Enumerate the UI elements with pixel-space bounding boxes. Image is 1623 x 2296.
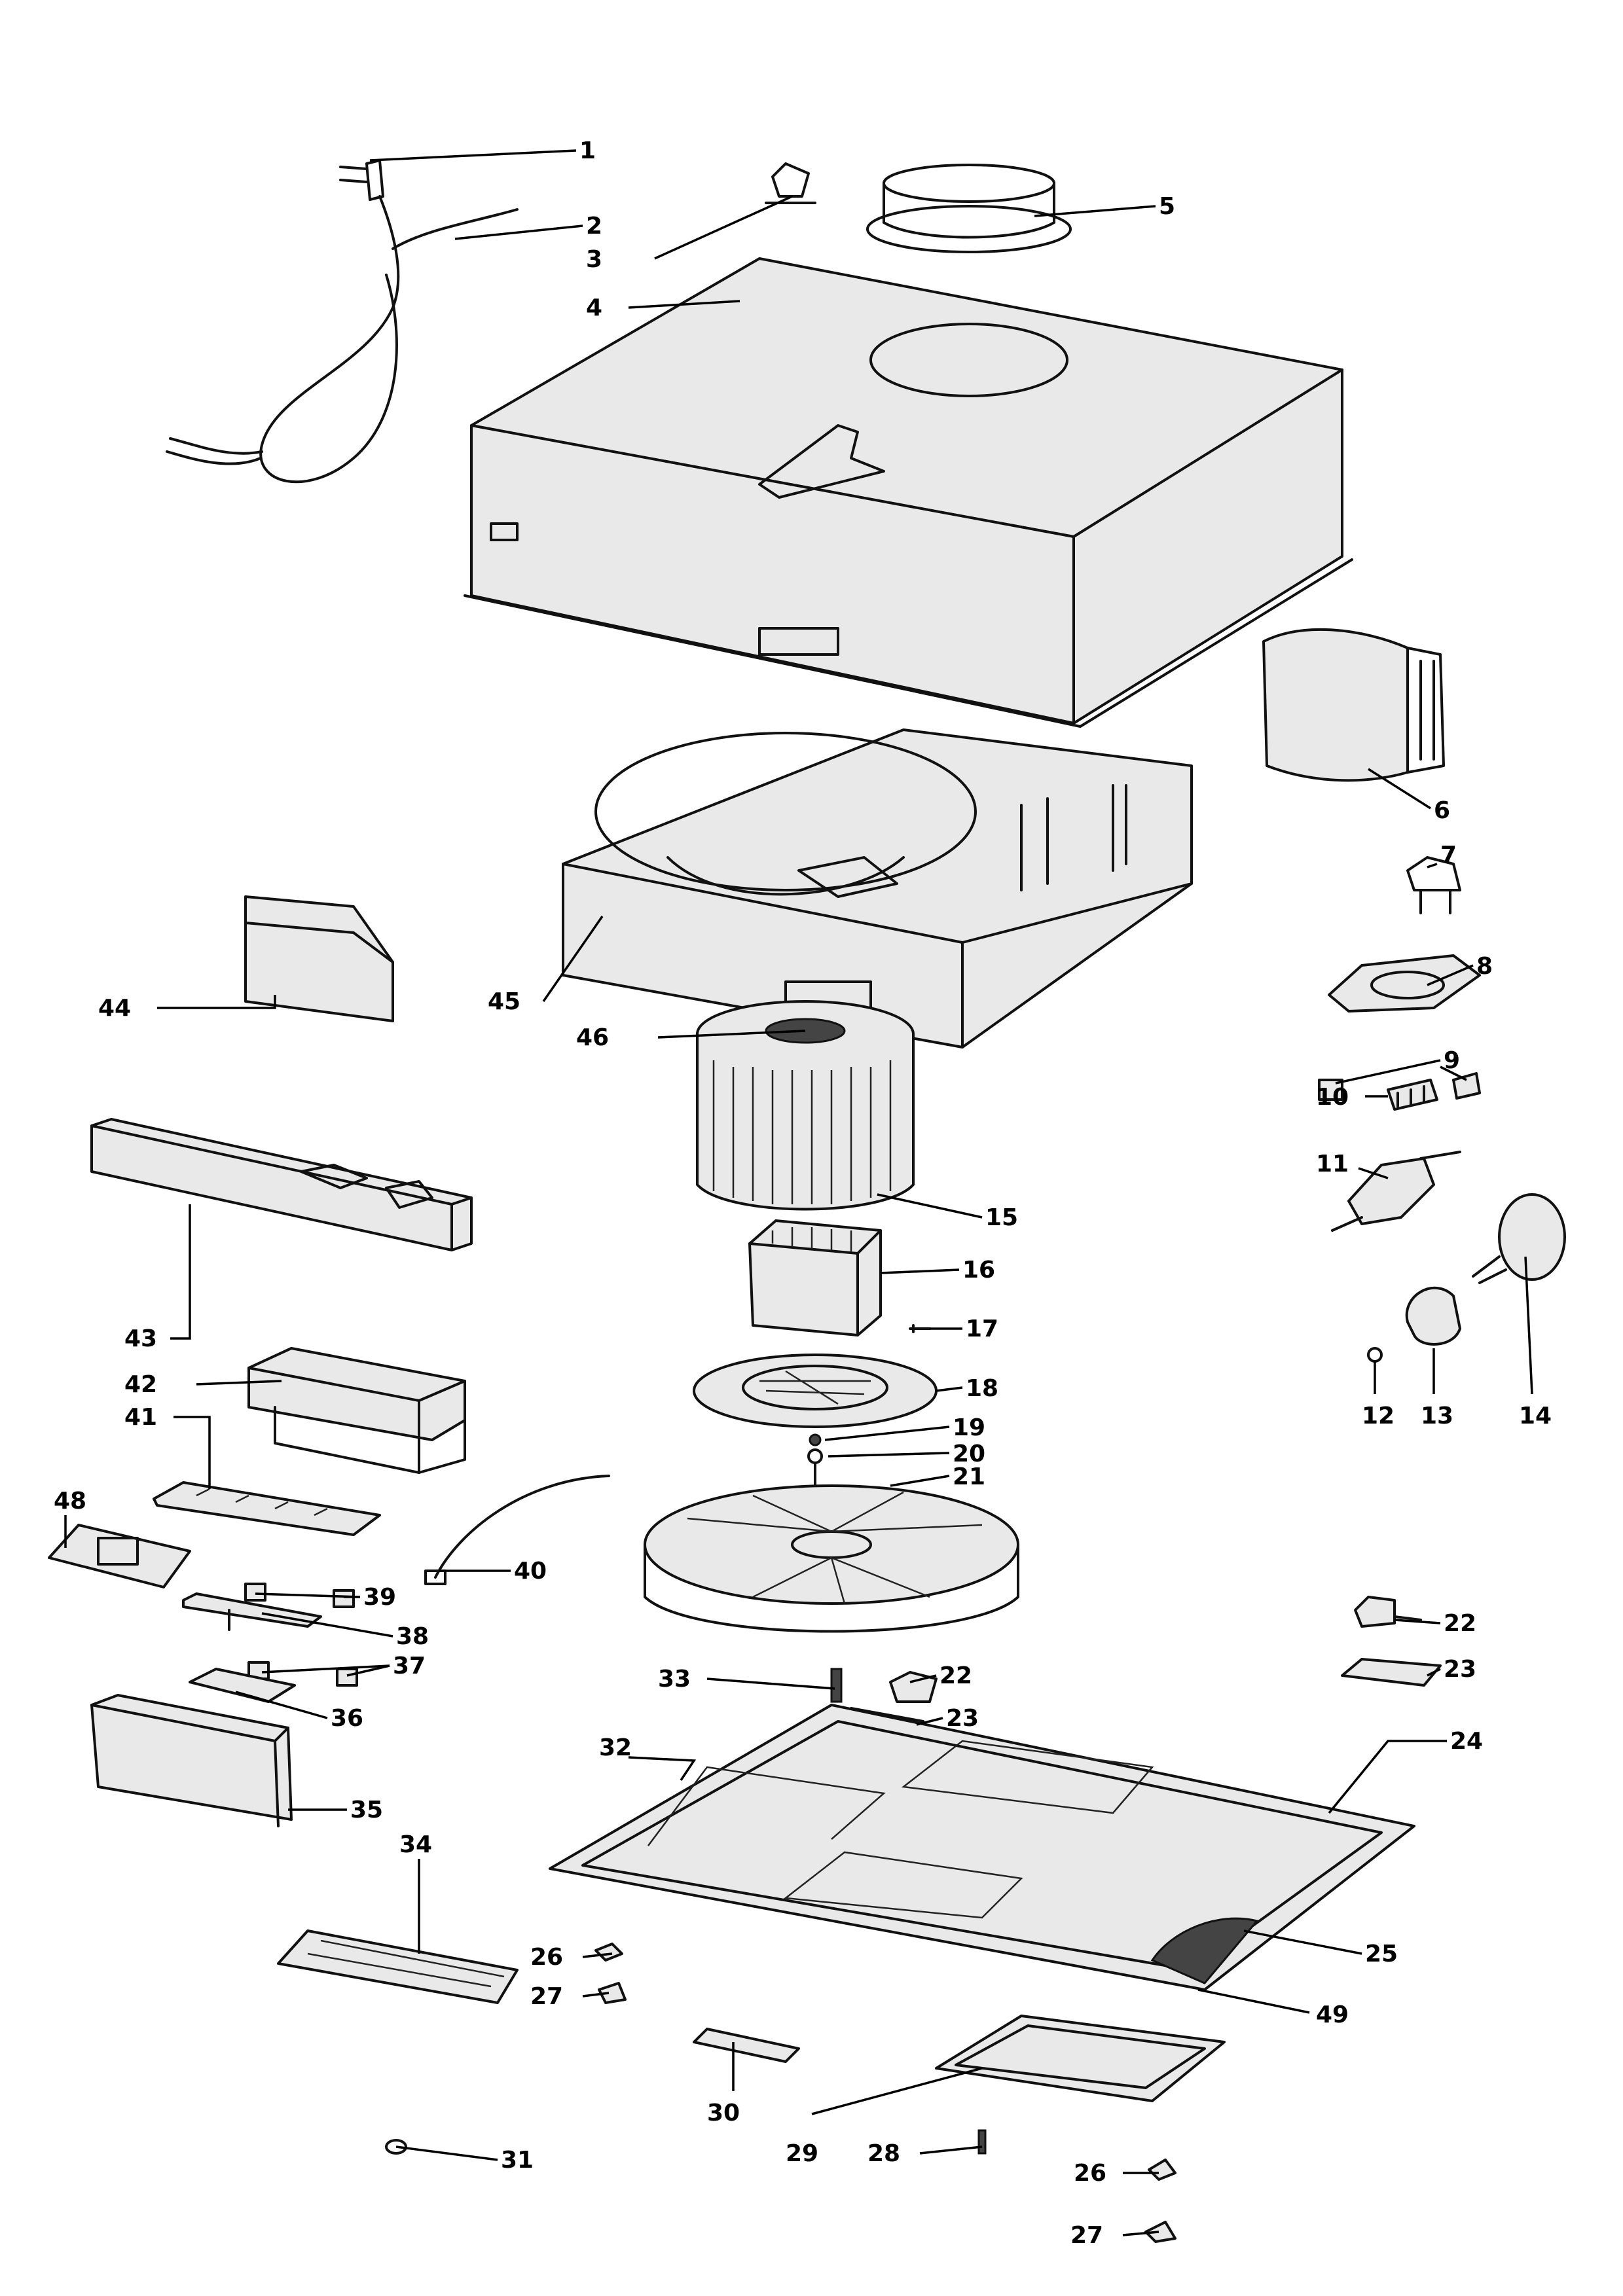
callout-31: 31 bbox=[501, 2147, 534, 2174]
callout-23-left: 23 bbox=[946, 1705, 979, 1732]
switch-plate bbox=[189, 1668, 296, 1703]
callout-43: 43 bbox=[124, 1325, 157, 1352]
callout-labels: 1 2 3 4 5 6 7 8 9 10 11 12 13 14 15 16 1… bbox=[54, 137, 1552, 2249]
motor-chassis bbox=[562, 728, 1193, 1049]
callout-19: 19 bbox=[953, 1414, 985, 1441]
callout-24: 24 bbox=[1450, 1728, 1483, 1755]
motor-mount-plate bbox=[693, 1354, 938, 1428]
callout-29: 29 bbox=[786, 2140, 818, 2167]
callout-25: 25 bbox=[1365, 1941, 1398, 1967]
front-fascia bbox=[90, 1694, 293, 1827]
bracket-clip bbox=[765, 162, 816, 204]
switch-strip bbox=[153, 1481, 381, 1536]
callout-27-right: 27 bbox=[1070, 2222, 1103, 2249]
callout-32: 32 bbox=[599, 1734, 632, 1761]
callout-28: 28 bbox=[867, 2140, 900, 2167]
callout-4: 4 bbox=[586, 295, 602, 321]
knob-31 bbox=[385, 2139, 407, 2155]
hinge-right bbox=[1341, 1596, 1442, 1687]
lamp-bulb bbox=[1367, 1286, 1461, 1363]
fan-wheel bbox=[696, 1000, 915, 1211]
callout-49: 49 bbox=[1316, 2001, 1349, 2028]
callout-15: 15 bbox=[985, 1204, 1018, 1231]
power-cord bbox=[166, 159, 519, 484]
lamp-socket bbox=[1331, 1151, 1461, 1232]
duct-collar bbox=[866, 164, 1072, 253]
motor bbox=[748, 1219, 882, 1336]
callout-44: 44 bbox=[98, 995, 131, 1022]
callout-16: 16 bbox=[962, 1257, 995, 1283]
callout-7: 7 bbox=[1440, 842, 1457, 869]
callout-37: 37 bbox=[393, 1653, 426, 1679]
callout-3: 3 bbox=[586, 246, 602, 273]
filter-tray bbox=[935, 2015, 1226, 2102]
bolt-33 bbox=[830, 1668, 843, 1703]
callout-23-right: 23 bbox=[1444, 1656, 1476, 1683]
small-clip-7 bbox=[1406, 856, 1461, 914]
callout-2: 2 bbox=[586, 213, 602, 240]
screw-28 bbox=[977, 2129, 987, 2155]
callout-36: 36 bbox=[331, 1705, 363, 1732]
filter-frame bbox=[1262, 628, 1445, 782]
callout-17: 17 bbox=[966, 1316, 998, 1342]
callout-26-right: 26 bbox=[1074, 2160, 1106, 2187]
light-bulb-14 bbox=[1472, 1193, 1566, 1284]
clip-set-right bbox=[1144, 2159, 1176, 2243]
callout-33: 33 bbox=[658, 1666, 691, 1693]
callout-27-left: 27 bbox=[530, 1983, 563, 2010]
lamp-bracket bbox=[1328, 954, 1481, 1013]
callout-40: 40 bbox=[514, 1558, 547, 1585]
callout-26-left: 26 bbox=[530, 1944, 563, 1971]
switch-bracket bbox=[247, 1347, 466, 1474]
callout-10: 10 bbox=[1316, 1084, 1349, 1111]
callout-1: 1 bbox=[579, 137, 596, 164]
callout-39: 39 bbox=[363, 1584, 396, 1611]
callout-34: 34 bbox=[399, 1831, 432, 1858]
callout-8: 8 bbox=[1476, 953, 1493, 980]
callout-30: 30 bbox=[707, 2100, 740, 2126]
control-panel-44 bbox=[244, 895, 394, 1022]
hood-housing bbox=[464, 257, 1353, 728]
screw-17 bbox=[909, 1324, 931, 1333]
callout-22-right: 22 bbox=[1444, 1610, 1476, 1637]
callout-46: 46 bbox=[576, 1024, 609, 1051]
blower-housing bbox=[644, 1484, 1019, 1633]
callout-38: 38 bbox=[396, 1623, 429, 1650]
callout-41: 41 bbox=[124, 1404, 157, 1431]
bracket-30 bbox=[693, 2028, 800, 2063]
callout-9: 9 bbox=[1444, 1047, 1460, 1074]
grille-34 bbox=[277, 1929, 519, 2004]
callout-12: 12 bbox=[1362, 1403, 1395, 1429]
shaft-hardware bbox=[807, 1433, 823, 1490]
callout-6: 6 bbox=[1434, 797, 1450, 824]
callout-13: 13 bbox=[1421, 1403, 1453, 1429]
callout-35: 35 bbox=[350, 1797, 383, 1823]
pcb-48 bbox=[48, 1524, 191, 1588]
callout-22-left: 22 bbox=[939, 1662, 972, 1689]
callout-5: 5 bbox=[1159, 193, 1175, 220]
buttons-39-37 bbox=[244, 1583, 358, 1687]
callout-18: 18 bbox=[966, 1375, 998, 1402]
clip-set-left bbox=[594, 1943, 627, 2004]
callout-42: 42 bbox=[124, 1371, 157, 1398]
leader-lines bbox=[64, 149, 1533, 2236]
callout-48: 48 bbox=[54, 1488, 86, 1515]
callout-21: 21 bbox=[953, 1463, 985, 1490]
callout-11: 11 bbox=[1316, 1151, 1349, 1177]
control-board bbox=[90, 1118, 473, 1251]
base-frame bbox=[549, 1704, 1415, 1991]
callout-45: 45 bbox=[488, 988, 520, 1015]
callout-20: 20 bbox=[953, 1441, 985, 1467]
callout-14: 14 bbox=[1519, 1403, 1552, 1429]
